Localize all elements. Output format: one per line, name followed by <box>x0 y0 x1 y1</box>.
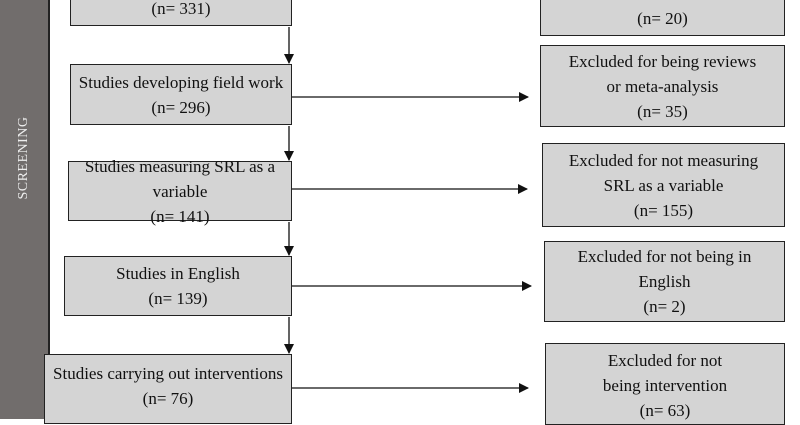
exclusion-box-4: Excluded for not being in English (n= 2) <box>544 241 785 322</box>
box-count: (n= 141) <box>150 206 210 226</box>
exclusion-box-3: Excluded for not measuring SRL as a vari… <box>542 143 785 227</box>
main-box-2: Studies developing field work (n= 296) <box>70 64 292 125</box>
box-count: (n= 2) <box>643 297 686 316</box>
exclusion-box-1: (n= 20) <box>540 0 785 36</box>
box-count: (n= 139) <box>148 289 208 308</box>
main-box-3: Studies measuring SRL as a variable (n= 1… <box>68 157 292 226</box>
box-count: (n= 296) <box>151 97 211 117</box>
box-title: Studies developing field work <box>78 72 284 92</box>
screening-sidebar: SCREENING <box>0 0 50 419</box>
box-title: Excluded for not measuring SRL as a vari… <box>568 150 759 195</box>
exclusion-box-2: Excluded for being reviews or meta-analy… <box>540 45 785 127</box>
box-count: (n= 20) <box>637 9 688 28</box>
box-count: (n= 331) <box>151 0 211 18</box>
main-box-1: (n= 331) <box>70 0 292 26</box>
box-count: (n= 63) <box>639 401 691 420</box>
box-title: Excluded for not being intervention <box>602 351 728 395</box>
box-title: Excluded for not being in English <box>577 247 752 291</box>
main-box-5: Studies carrying out interventions (n= 76… <box>44 354 292 424</box>
main-box-4: Studies in English (n= 139) <box>64 256 292 316</box>
exclusion-box-5: Excluded for not being intervention (n= 6… <box>545 343 785 425</box>
box-title: Studies measuring SRL as a variable <box>84 156 276 201</box>
box-title: Studies in English <box>116 264 240 283</box>
box-count: (n= 155) <box>633 200 694 220</box>
box-title: Studies carrying out interventions <box>53 364 283 383</box>
box-title: Excluded for being reviews or meta-analy… <box>568 51 757 96</box>
box-count: (n= 35) <box>637 101 688 121</box>
box-count: (n= 76) <box>142 389 194 408</box>
